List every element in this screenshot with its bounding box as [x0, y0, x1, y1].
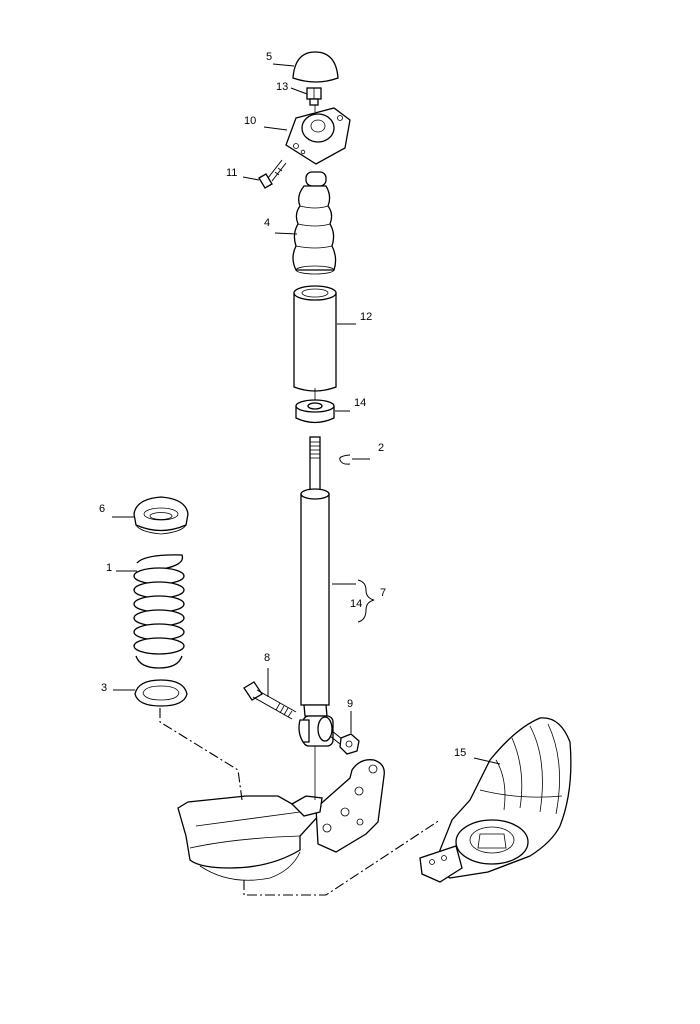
- part-bolt-lower: [243, 681, 297, 720]
- callout-12: 12: [360, 311, 372, 323]
- callout-1: 1: [106, 562, 112, 574]
- part-clip: [339, 454, 351, 465]
- part-bump-stop: [292, 171, 337, 275]
- callout-11: 11: [226, 167, 237, 179]
- part-strut-mount: [285, 107, 351, 165]
- part-shock-absorber: [298, 436, 334, 747]
- part-coil-spring: [133, 554, 185, 669]
- callout-6: 6: [99, 503, 105, 515]
- part-rear-axle: [177, 759, 385, 881]
- callout-5: 5: [266, 51, 272, 63]
- callout-13: 13: [276, 81, 288, 93]
- callout-3: 3: [101, 682, 107, 694]
- part-wheel-hub: [419, 717, 572, 883]
- part-spring-pad-lower: [134, 679, 188, 707]
- callout-14-bushing: 14: [354, 397, 366, 409]
- part-spring-seat-upper: [133, 496, 189, 535]
- callout-2: 2: [378, 442, 384, 454]
- part-nut-top: [306, 87, 322, 106]
- callout-4: 4: [264, 217, 270, 229]
- part-bolt-mount: [258, 159, 287, 189]
- callout-14-shock: 14: [350, 598, 362, 610]
- callout-10: 10: [244, 115, 256, 127]
- callout-9: 9: [347, 698, 353, 710]
- callout-labels: 5 13 10 11 4 12 14 2 6 1 7 14 8 3 9 15: [99, 51, 466, 759]
- callout-7: 7: [380, 587, 386, 599]
- part-dust-cap: [292, 51, 339, 83]
- part-bushing: [295, 399, 335, 424]
- connection-lines: [159, 105, 441, 896]
- leader-lines: [112, 63, 501, 765]
- callout-15: 15: [454, 747, 466, 759]
- part-nut-lower: [329, 730, 360, 755]
- callout-8: 8: [264, 652, 270, 664]
- part-protective-tube: [293, 285, 337, 392]
